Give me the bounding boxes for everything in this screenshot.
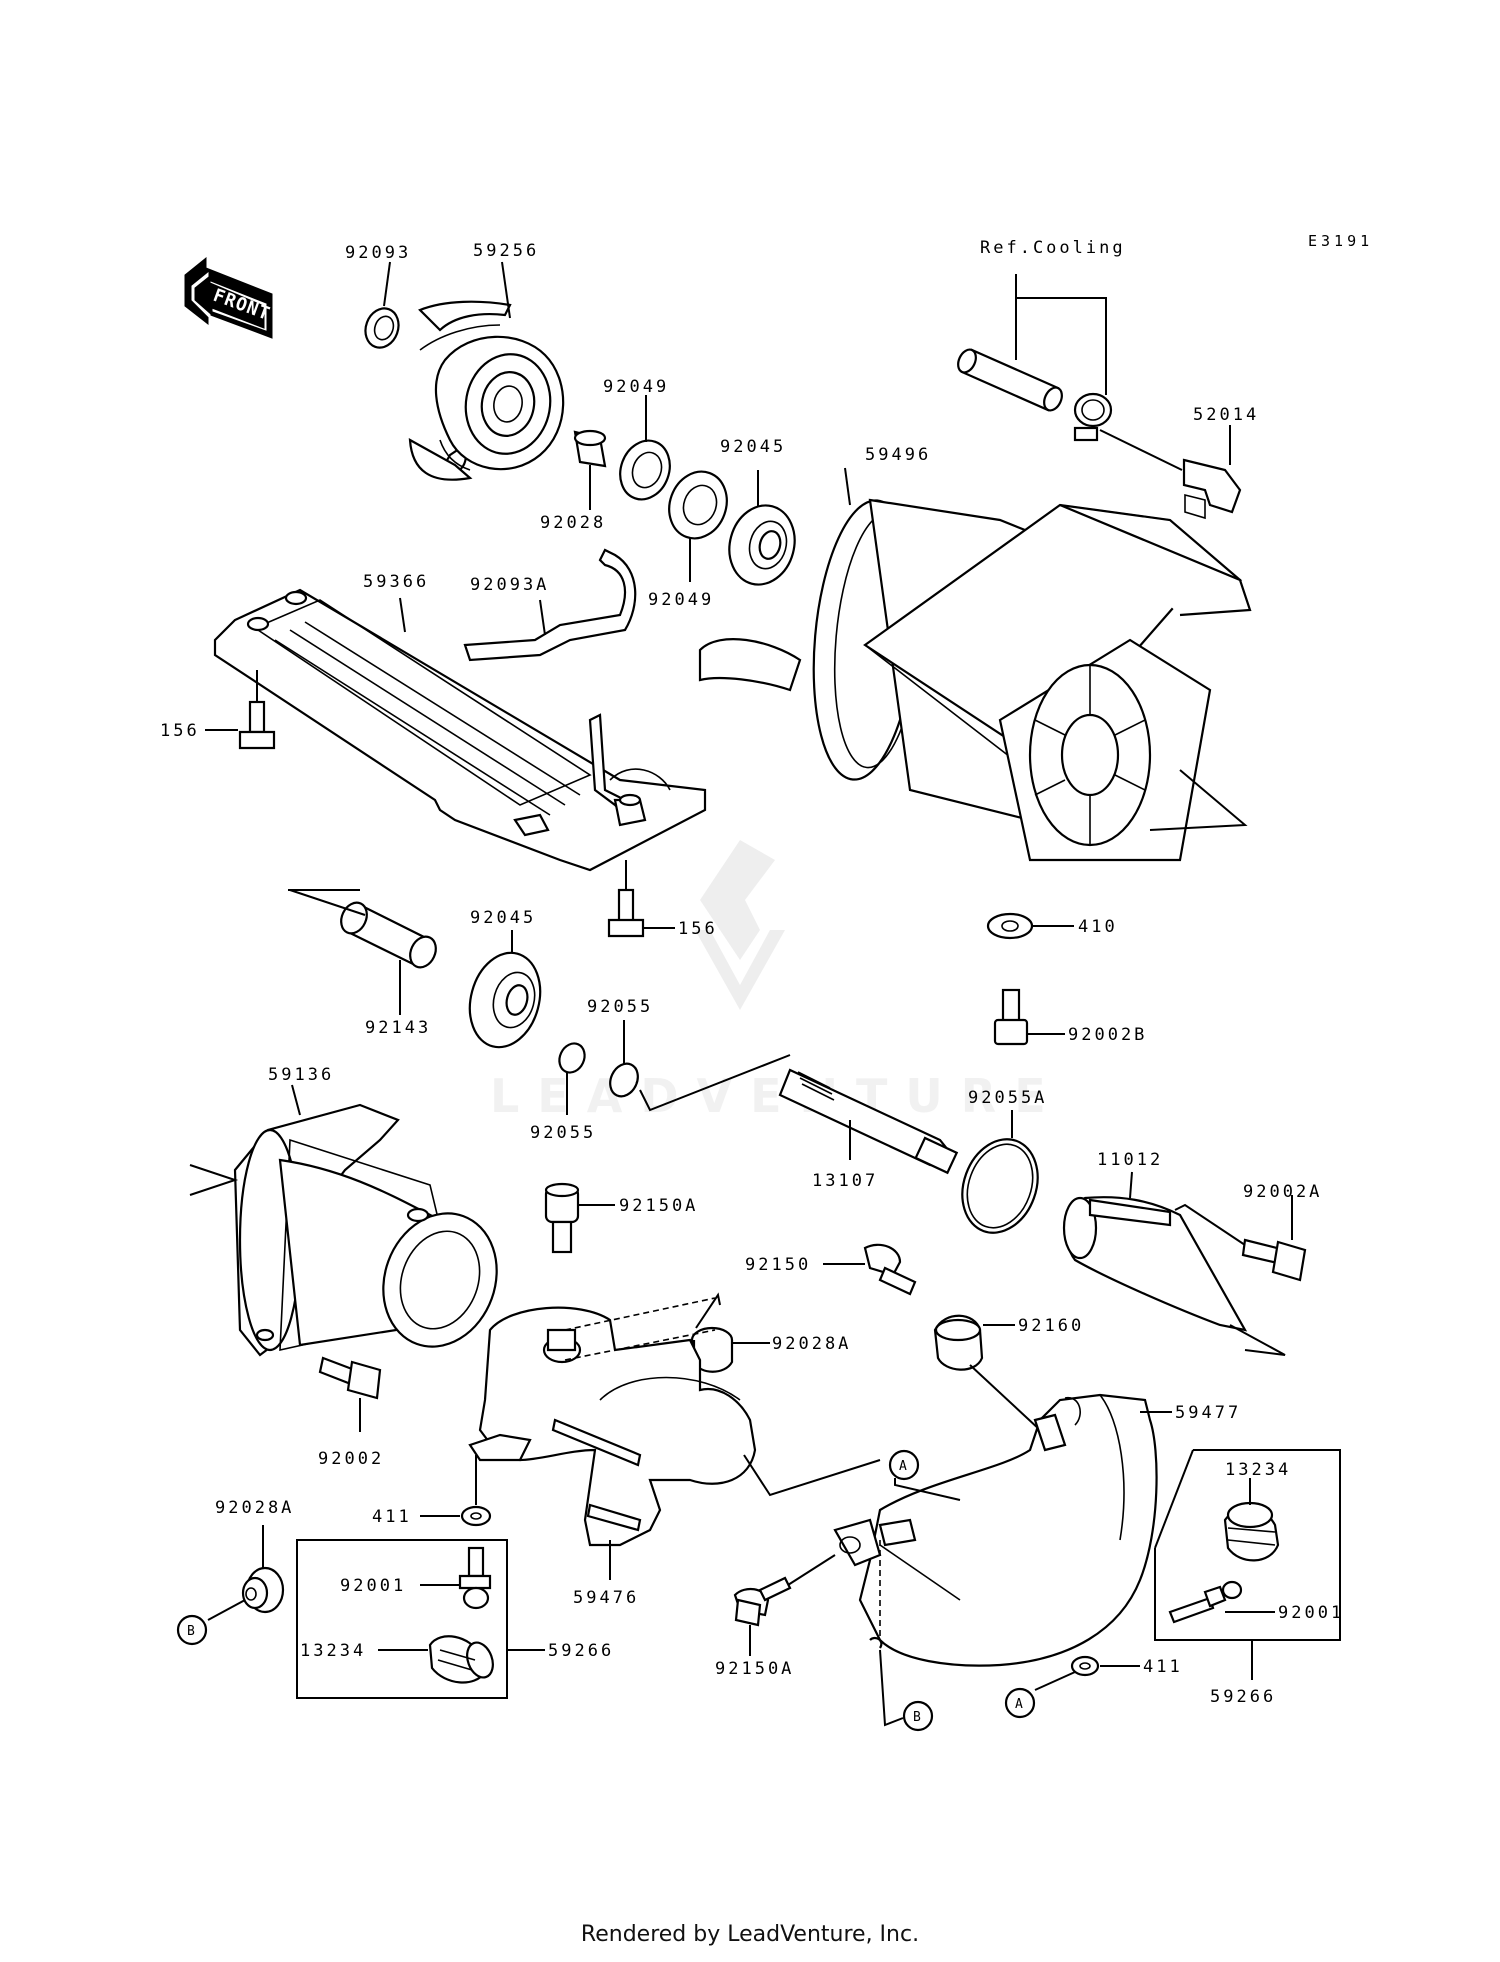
label-92150A-bottom: 92150A <box>715 1659 794 1679</box>
part-92055A-oring <box>961 1110 1039 1234</box>
watermark-logo: LEADVENTURE <box>490 840 1064 1123</box>
label-59256: 59256 <box>473 241 539 261</box>
label-156-left: 156 <box>160 721 200 741</box>
callout-a-upper: A <box>888 1449 961 1501</box>
label-92160: 92160 <box>1018 1316 1084 1336</box>
label-59366: 59366 <box>363 572 429 592</box>
label-92143: 92143 <box>365 1018 431 1038</box>
label-59266-left: 59266 <box>548 1641 614 1661</box>
label-92093: 92093 <box>345 243 411 263</box>
label-92093A: 92093A <box>470 575 549 595</box>
label-13107: 13107 <box>812 1171 878 1191</box>
part-92002B-bolt <box>993 988 1065 1046</box>
label-59476: 59476 <box>573 1588 639 1608</box>
part-92028A-grommet-left <box>207 1525 285 1621</box>
label-411-mid: 411 <box>372 1507 412 1527</box>
part-92143-sleeve <box>288 889 437 1015</box>
label-92055A: 92055A <box>968 1088 1047 1108</box>
svg-text:A: A <box>1015 1697 1023 1712</box>
footer-credit: Rendered by LeadVenture, Inc. <box>580 1922 920 1947</box>
label-156-right: 156 <box>678 919 718 939</box>
part-92093-ring <box>364 261 400 349</box>
label-92045-upper: 92045 <box>720 437 786 457</box>
label-92055-lower: 92055 <box>530 1123 596 1143</box>
label-411-right: 411 <box>1143 1657 1183 1677</box>
part-92049-washer-lower <box>668 470 728 582</box>
part-92055-oring <box>609 1020 639 1098</box>
label-92150: 92150 <box>745 1255 811 1275</box>
label-92049-lower: 92049 <box>648 590 714 610</box>
label-92055-upper: 92055 <box>587 997 653 1017</box>
part-59477-nozzle-housing <box>833 1393 1172 1667</box>
callout-a-lower: A <box>1004 1687 1036 1719</box>
part-59496-pump-housing <box>698 467 1252 862</box>
svg-text:B: B <box>913 1710 921 1725</box>
part-92160-collar <box>933 1314 1041 1431</box>
part-92002-bolt <box>318 1356 382 1432</box>
part-92049-washer-upper <box>619 395 671 501</box>
label-92002A: 92002A <box>1243 1182 1322 1202</box>
part-410-washer <box>986 912 1074 940</box>
part-11012-nozzle <box>1062 1171 1286 1356</box>
label-59477: 59477 <box>1175 1403 1241 1423</box>
part-labels: 92093 59256 Ref.Cooling 92049 92045 5949… <box>160 238 1344 1707</box>
part-92028A-grommet-mid <box>690 1292 770 1373</box>
watermark-text: LEADVENTURE <box>490 1069 1064 1123</box>
label-92001-left: 92001 <box>340 1576 406 1596</box>
front-direction-arrow: FRONT <box>184 256 273 339</box>
label-92049-upper: 92049 <box>603 377 669 397</box>
part-156-bolt-left <box>205 670 276 750</box>
label-59266-right: 59266 <box>1210 1687 1276 1707</box>
svg-text:A: A <box>899 1459 907 1474</box>
svg-text:B: B <box>187 1624 195 1639</box>
part-59266-kit-right <box>1154 1449 1341 1680</box>
callout-b-left: B <box>176 1614 208 1646</box>
label-ref-cooling: Ref.Cooling <box>980 238 1126 258</box>
part-13107-shaft <box>639 1054 959 1175</box>
label-13234-right: 13234 <box>1225 1460 1291 1480</box>
label-52014: 52014 <box>1193 405 1259 425</box>
label-92150A-top: 92150A <box>619 1196 698 1216</box>
label-13234-left: 13234 <box>300 1641 366 1661</box>
label-92001-right: 92001 <box>1278 1603 1344 1623</box>
label-92045-lower: 92045 <box>470 908 536 928</box>
label-92028: 92028 <box>540 513 606 533</box>
part-92002A-bolt <box>1241 1195 1307 1282</box>
part-59266-kit-left <box>296 1539 545 1699</box>
part-411-washer-right <box>1034 1655 1140 1691</box>
part-156-bolt-right <box>607 860 675 938</box>
part-59136-pump-case <box>189 1084 498 1357</box>
label-11012: 11012 <box>1097 1150 1163 1170</box>
part-59366-grate-plate <box>213 588 707 872</box>
part-92045-bearing-upper <box>728 470 796 586</box>
part-52014-elbow-fitting <box>1182 425 1242 520</box>
part-92093A-clip <box>463 548 637 662</box>
label-410: 410 <box>1078 917 1118 937</box>
label-92002B: 92002B <box>1068 1025 1147 1045</box>
part-92028-sleeve <box>573 429 607 510</box>
part-92045-bearing-lower <box>468 930 542 1049</box>
ref-cooling-hose <box>957 274 1183 471</box>
part-59476-duct <box>468 1297 881 1580</box>
diagram-code: E3191 <box>1308 232 1373 250</box>
label-59136: 59136 <box>268 1065 334 1085</box>
part-92055-oring-small <box>558 1042 586 1115</box>
part-92150-bolt <box>823 1243 917 1296</box>
callout-b-right: B <box>879 1649 934 1732</box>
part-92150A-bolt-bottom <box>733 1554 836 1656</box>
label-59496: 59496 <box>865 445 931 465</box>
label-92028A-mid: 92028A <box>772 1334 851 1354</box>
part-92150A-bolt-top <box>544 1182 615 1254</box>
label-92002: 92002 <box>318 1449 384 1469</box>
part-59256-impeller <box>408 261 565 481</box>
label-92028A-left: 92028A <box>215 1498 294 1518</box>
part-411-washer-mid <box>420 1455 492 1527</box>
